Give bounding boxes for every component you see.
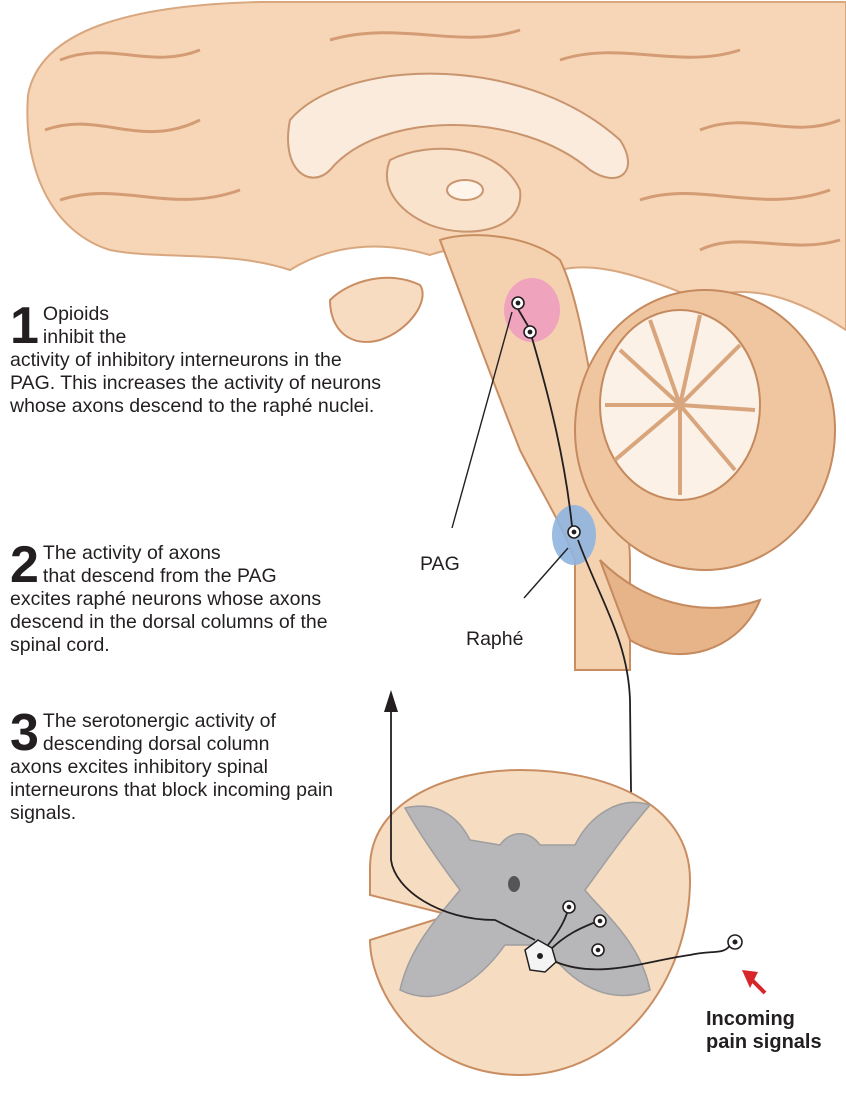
- pag-label: PAG: [420, 553, 460, 576]
- step-1-line1: Opioids: [10, 303, 390, 326]
- step-1: 1 Opioids inhibit the activity of inhibi…: [10, 303, 390, 418]
- step-2-line2: that descend from the PAG: [10, 565, 375, 588]
- pain-label-line2: pain signals: [706, 1031, 822, 1054]
- step-1-rest: activity of inhibitory interneurons in t…: [10, 349, 381, 417]
- step-3-line1: The serotonergic activity of: [10, 710, 355, 733]
- step-1-number: 1: [10, 306, 39, 346]
- step-2-number: 2: [10, 545, 39, 585]
- spinal-cord-section: [370, 770, 690, 1075]
- step-2: 2 The activity of axons that descend fro…: [10, 542, 375, 657]
- step-3-number: 3: [10, 713, 39, 753]
- cerebellum: [575, 290, 835, 654]
- raphe-label: Raphé: [466, 628, 523, 651]
- step-2-line1: The activity of axons: [10, 542, 375, 565]
- step-3-line2: descending dorsal column: [10, 733, 355, 756]
- step-1-line2: inhibit the: [10, 326, 390, 349]
- step-3-rest: axons excites inhibitory spinal interneu…: [10, 756, 333, 824]
- step-3: 3 The serotonergic activity of descendin…: [10, 710, 355, 825]
- ascending-arrowhead: [384, 690, 398, 712]
- step-2-rest: excites raphé neurons whose axons descen…: [10, 588, 328, 656]
- incoming-pain-label: Incoming pain signals: [706, 1008, 822, 1054]
- pain-arrow: [742, 970, 765, 993]
- pain-label-line1: Incoming: [706, 1008, 822, 1031]
